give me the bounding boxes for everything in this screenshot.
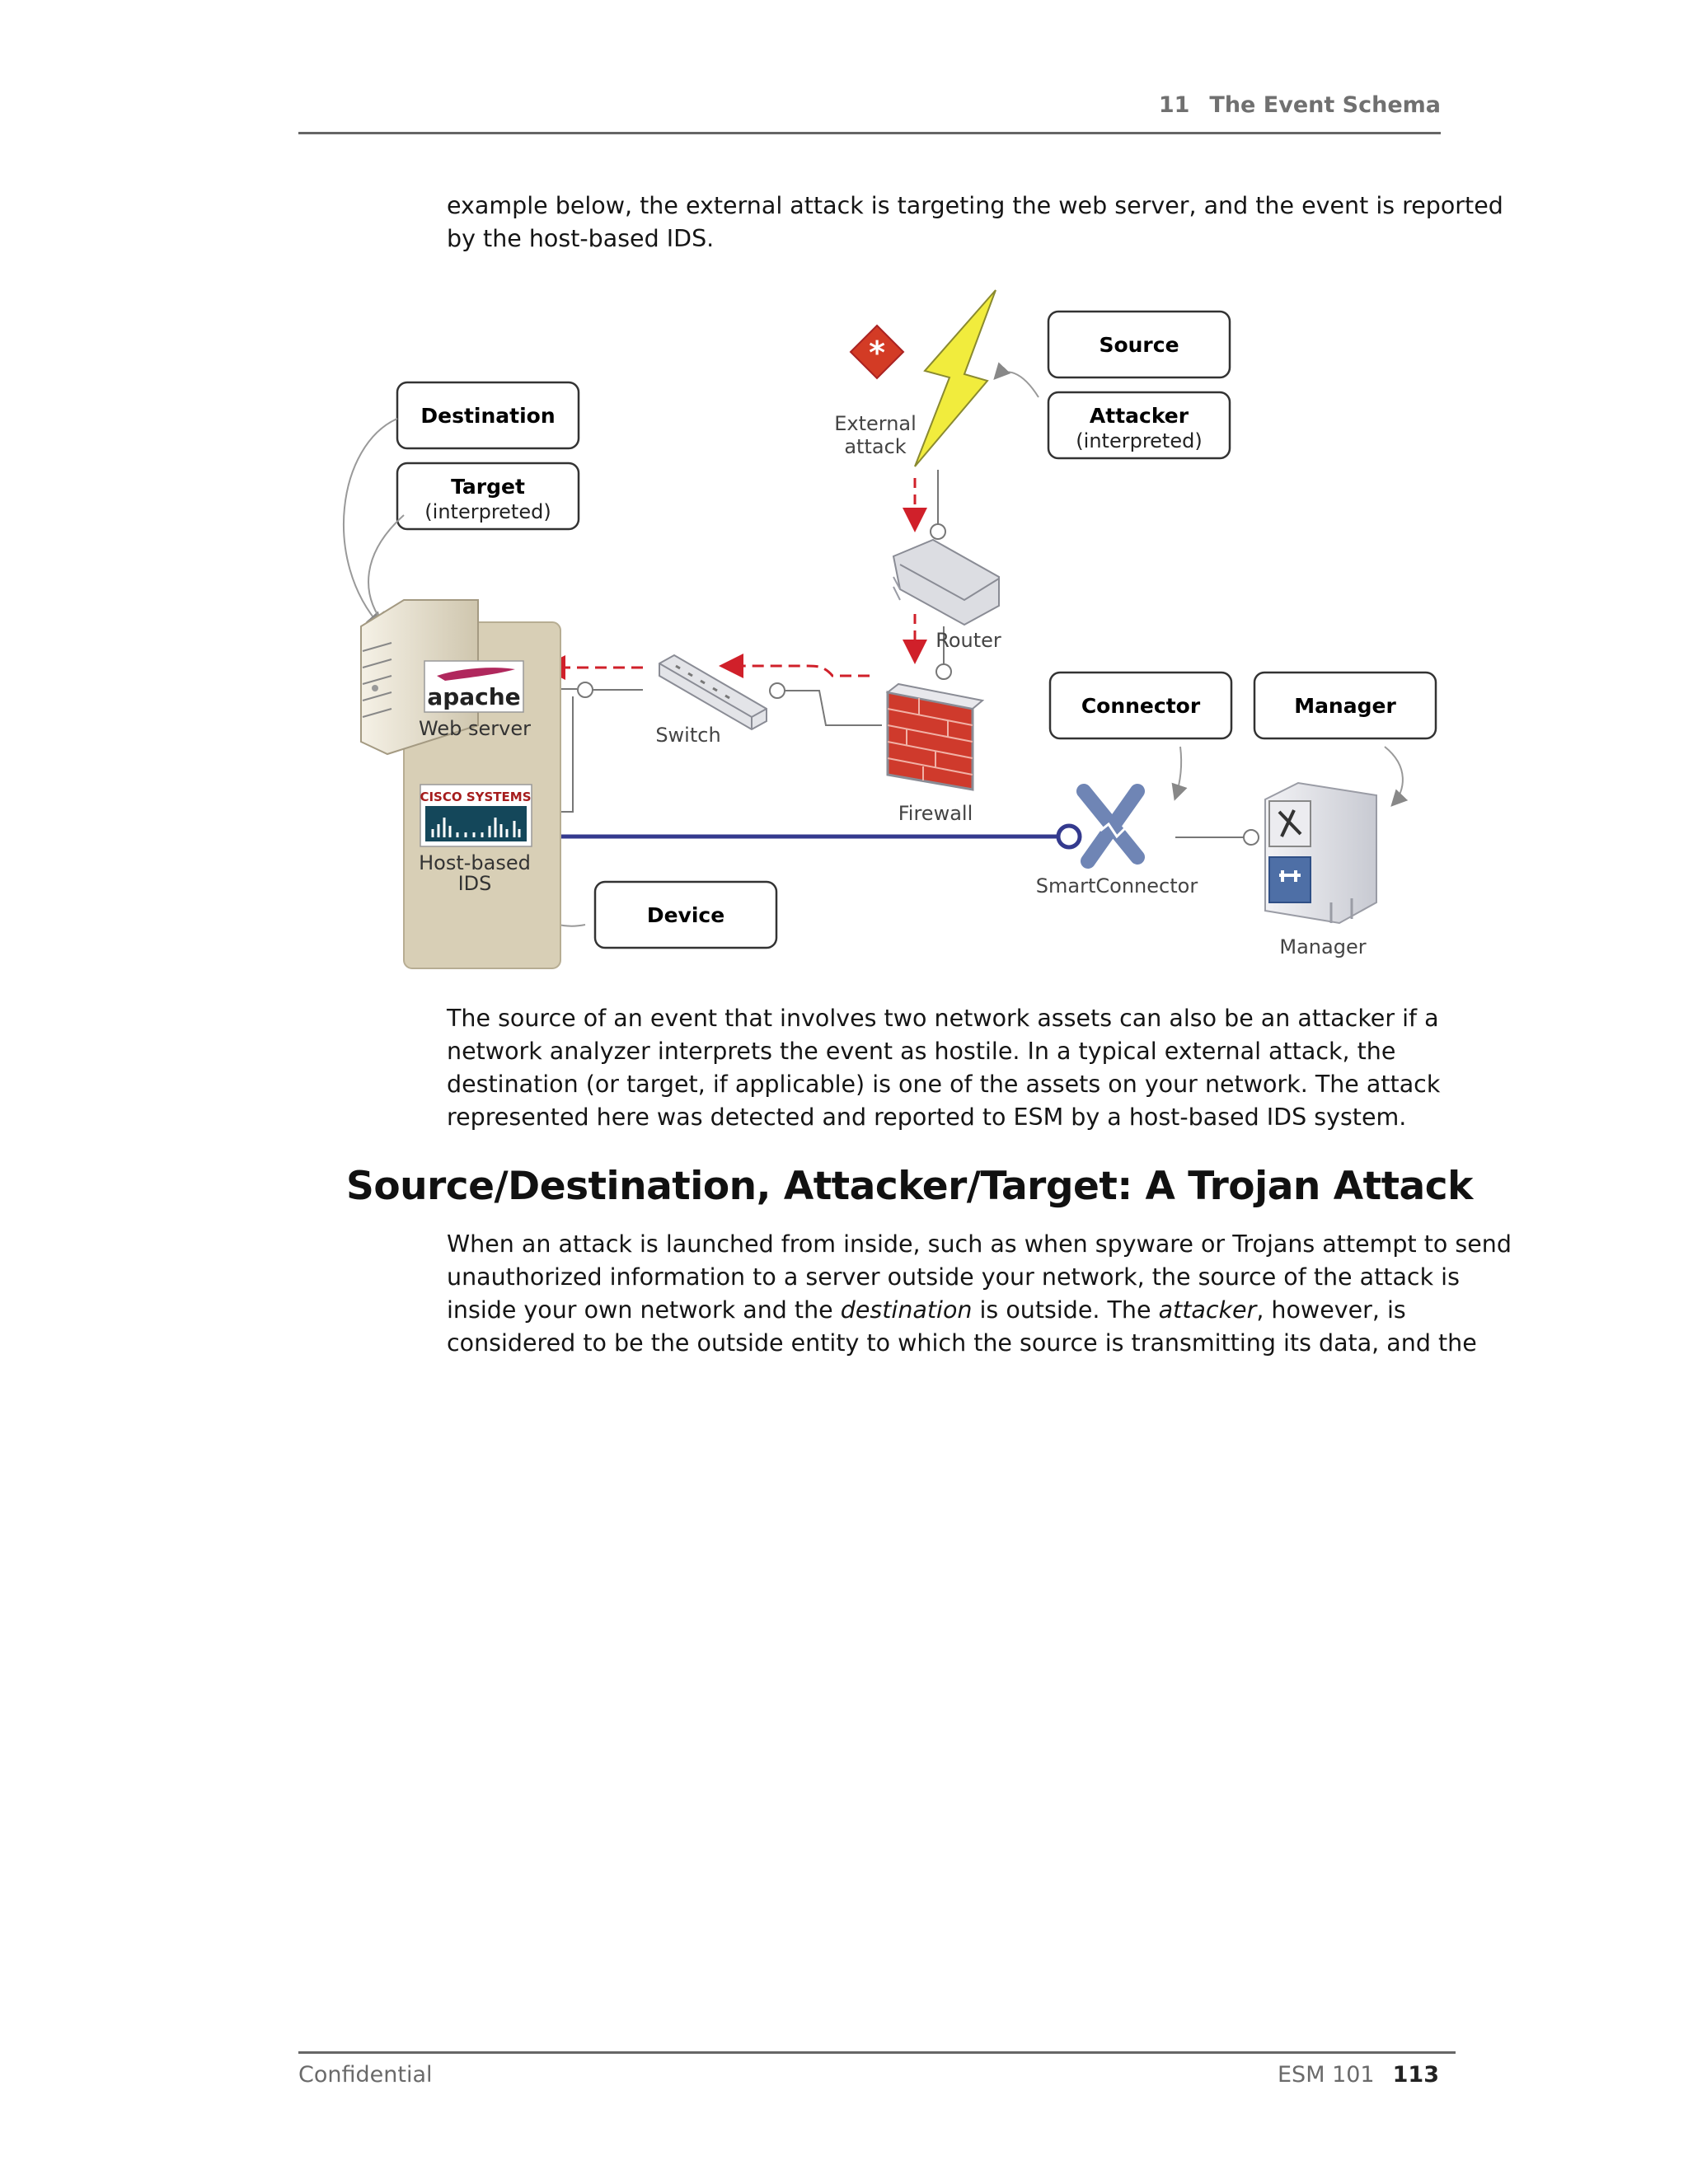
text-line: unauthorized information to a server out…: [447, 1263, 1460, 1291]
svg-text:Source: Source: [1099, 333, 1179, 357]
svg-text:*: *: [869, 335, 885, 371]
cisco-logo: CISCO SYSTEMS: [420, 784, 532, 847]
svg-text:External: External: [834, 412, 917, 435]
source-pointer: [993, 362, 1039, 398]
network-diagram: Source Attacker (interpreted) Destinatio…: [342, 289, 1437, 969]
svg-text:(interpreted): (interpreted): [1076, 429, 1202, 452]
svg-text:Switch: Switch: [655, 724, 720, 747]
section-heading: Source/Destination, Attacker/Target: A T…: [346, 1164, 1473, 1209]
text-line: inside your own network and the destinat…: [447, 1294, 1444, 1327]
text-line: example below, the external attack is ta…: [447, 192, 1503, 219]
connector-pointer: [1171, 746, 1188, 801]
text-line: destination (or target, if applicable) i…: [447, 1071, 1441, 1098]
svg-text:Router: Router: [935, 629, 1001, 652]
explanation-paragraph: The source of an event that involves two…: [447, 1002, 1444, 1134]
page-number: 113: [1392, 2062, 1439, 2088]
smartconnector-icon: [1076, 784, 1145, 869]
emphasis-attacker: attacker: [1158, 1296, 1257, 1324]
text-fragment: is outside. The: [972, 1296, 1159, 1324]
doc-title: ESM 101: [1278, 2062, 1375, 2088]
switch-icon: [659, 654, 767, 731]
target-pointer: [368, 514, 405, 630]
firewall-icon: [885, 682, 985, 791]
intro-paragraph: example below, the external attack is ta…: [447, 190, 1503, 255]
svg-text:IDS: IDS: [458, 872, 492, 895]
page-footer: Confidential ESM 101 113: [298, 2051, 1456, 2088]
external-attack-icon: *: [849, 324, 905, 380]
emphasis-destination: destination: [840, 1296, 973, 1324]
text-line: considered to be the outside entity to w…: [447, 1329, 1477, 1357]
connector-box: Connector: [1048, 671, 1233, 740]
svg-text:Attacker: Attacker: [1090, 404, 1189, 428]
header-text: 11 The Event Schema: [1159, 92, 1441, 118]
text-fragment: , however, is: [1256, 1296, 1406, 1324]
device-box: Device: [593, 880, 778, 949]
svg-text:apache: apache: [427, 683, 520, 710]
text-line: The source of an event that involves two…: [447, 1005, 1439, 1032]
text-line: represented here was detected and report…: [447, 1104, 1407, 1131]
svg-text:attack: attack: [844, 435, 906, 458]
svg-text:Web server: Web server: [419, 717, 531, 740]
confidential-label: Confidential: [298, 2062, 433, 2088]
svg-text:CISCO SYSTEMS: CISCO SYSTEMS: [420, 790, 531, 804]
svg-text:Manager: Manager: [1279, 935, 1366, 958]
apache-logo: apache: [424, 660, 524, 713]
chapter-number: 11: [1158, 92, 1190, 118]
manager-pointer: [1384, 746, 1409, 807]
attack-path-left-1: [719, 654, 870, 678]
manager-server-icon: [1264, 781, 1377, 925]
svg-text:Target: Target: [451, 475, 525, 499]
page-header: 11 The Event Schema: [298, 87, 1441, 134]
destination-box: Destination: [396, 381, 580, 450]
trojan-paragraph: When an attack is launched from inside, …: [447, 1228, 1512, 1360]
svg-text:Device: Device: [647, 903, 724, 927]
manager-box: Manager: [1253, 671, 1437, 740]
chapter-title: The Event Schema: [1209, 92, 1441, 118]
text-line: by the host-based IDS.: [447, 225, 715, 252]
svg-text:Manager: Manager: [1294, 694, 1396, 718]
footer-page-info: ESM 101 113: [1278, 2062, 1439, 2088]
svg-text:Connector: Connector: [1081, 694, 1201, 718]
svg-text:SmartConnector: SmartConnector: [1036, 874, 1198, 898]
text-line: When an attack is launched from inside, …: [447, 1230, 1512, 1258]
attacker-box: Attacker (interpreted): [1047, 391, 1231, 460]
svg-text:Host-based: Host-based: [419, 851, 531, 874]
svg-text:Firewall: Firewall: [898, 802, 973, 825]
svg-text:(interpreted): (interpreted): [424, 500, 551, 523]
text-line: network analyzer interprets the event as…: [447, 1038, 1396, 1065]
text-fragment: inside your own network and the: [447, 1296, 841, 1324]
source-box: Source: [1047, 310, 1231, 379]
target-box: Target (interpreted): [396, 462, 580, 531]
svg-text:Destination: Destination: [420, 404, 555, 428]
lightning-icon: [914, 289, 996, 467]
destination-pointer: [342, 418, 398, 629]
router-icon: [892, 538, 1000, 626]
